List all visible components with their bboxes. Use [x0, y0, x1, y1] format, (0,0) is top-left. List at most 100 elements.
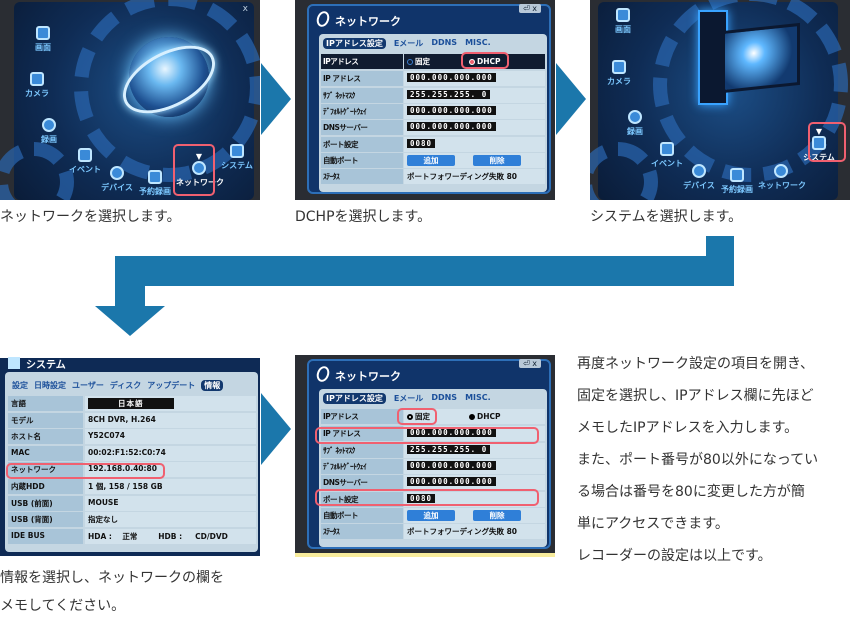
highlight-system	[808, 122, 846, 162]
radio-icon	[469, 414, 475, 420]
value-field[interactable]: 000.000.000.000	[407, 106, 496, 115]
tab-3[interactable]: MISC.	[465, 38, 491, 47]
caption-line: メモしてください。	[0, 598, 126, 614]
value-field[interactable]: 000.000.000.000	[407, 73, 496, 82]
tab-1[interactable]: Eメール	[393, 394, 424, 403]
menu-item-device[interactable]: デバイス	[94, 166, 140, 193]
tab-5[interactable]: 情報	[201, 380, 224, 391]
tab-2[interactable]: ユーザー	[72, 381, 104, 390]
photo-main-menu-network: x 画面 カメラ 録画 イベント デバイス 予約録画 ▼ネットワーク システム	[0, 0, 260, 200]
value-field[interactable]: 255.255.255. 0	[407, 445, 491, 454]
menu-item-network[interactable]: ネットワーク	[758, 164, 806, 191]
tab-2[interactable]: DDNS	[431, 393, 458, 402]
dialog-title: ネットワーク	[335, 15, 401, 28]
info-label: 内蔵HDD	[8, 479, 83, 494]
menu-item-record[interactable]: 録画	[26, 118, 72, 145]
instruction-line: レコーダーの設定は以上です。	[577, 548, 772, 564]
button-0[interactable]: 追加	[407, 510, 455, 521]
value-field[interactable]: 000.000.000.000	[407, 477, 496, 486]
menu-item-camera[interactable]: カメラ	[14, 72, 60, 99]
radio-0[interactable]: 固定	[407, 56, 469, 67]
tab-1[interactable]: Eメール	[393, 39, 424, 48]
radio-0[interactable]: 固定	[407, 411, 469, 422]
menu-item-system[interactable]: ▼システム	[796, 127, 842, 163]
setting-label: ｽﾃｰﾀｽ	[321, 524, 403, 539]
menu-label: 録画	[627, 127, 643, 136]
setting-value: 0080	[404, 492, 545, 507]
tab-1[interactable]: 日時設定	[34, 381, 66, 390]
language-select[interactable]: 日本語	[88, 398, 174, 409]
menu-item-record[interactable]: 録画	[612, 110, 658, 137]
highlight-dhcp	[461, 52, 509, 69]
system-icon	[812, 136, 826, 150]
radio-1[interactable]: DHCP	[469, 412, 531, 421]
value-field[interactable]: 000.000.000.000	[407, 122, 496, 131]
value-field[interactable]: 000.000.000.000	[407, 461, 496, 470]
menu-item-schedule[interactable]: 予約録画	[714, 168, 760, 195]
button-1[interactable]: 削除	[473, 510, 521, 521]
menu-item-network[interactable]: ▼ネットワーク	[176, 152, 224, 188]
radio-1[interactable]: DHCP	[469, 57, 531, 66]
instruction-line: メモしたIPアドレスを入力します。	[577, 420, 799, 436]
value-field[interactable]: 0080	[407, 494, 436, 503]
menu-item-display[interactable]: 画面	[600, 8, 646, 35]
tab-3[interactable]: MISC.	[465, 393, 491, 402]
setting-label: ポート設定	[321, 492, 403, 507]
triangle-down-icon: ▼	[815, 127, 823, 136]
network-icon	[192, 161, 206, 175]
setting-value: ポートフォワーディング失敗 80	[404, 524, 545, 539]
setting-row: 自動ポート追加 削除	[321, 153, 545, 168]
info-row: USB (背面)指定なし	[8, 512, 256, 528]
event-icon	[660, 142, 674, 156]
close-button[interactable]: ⏎ x	[519, 4, 541, 13]
setting-value: 000.000.000.000	[404, 104, 545, 119]
setting-label: ｽﾃｰﾀｽ	[321, 169, 403, 184]
info-label: ホスト名	[8, 429, 83, 445]
camera-icon	[612, 60, 626, 74]
info-value: HDA : 正常 HDB : CD/DVD	[85, 528, 256, 544]
menu-item-system[interactable]: システム	[214, 144, 260, 171]
window-title: システム	[26, 360, 66, 371]
info-value: 日本語	[85, 396, 256, 411]
setting-value: 255.255.255. 0	[404, 443, 545, 458]
close-icon[interactable]: x	[242, 4, 248, 14]
menu-item-schedule[interactable]: 予約録画	[132, 170, 178, 197]
info-label: IDE BUS	[8, 528, 83, 544]
setting-value: 255.255.255. 0	[404, 88, 545, 103]
value-field[interactable]: 255.255.255. 0	[407, 90, 491, 99]
tab-0[interactable]: IPアドレス設定	[323, 393, 386, 404]
tab-0[interactable]: IPアドレス設定	[323, 38, 386, 49]
menu-item-event[interactable]: イベント	[644, 142, 690, 169]
setting-label: 自動ポート	[321, 153, 403, 168]
tab-3[interactable]: ディスク	[109, 381, 142, 390]
menu-item-event[interactable]: イベント	[62, 148, 108, 175]
tab-bar: 設定日時設定ユーザーディスクアップデート情報	[12, 380, 224, 391]
info-row: USB (前面)MOUSE	[8, 495, 256, 512]
button-1[interactable]: 削除	[473, 155, 521, 166]
info-label: USB (前面)	[8, 495, 83, 511]
menu-item-device[interactable]: デバイス	[676, 164, 722, 191]
menu-item-camera[interactable]: カメラ	[596, 60, 642, 87]
monitor-icon	[616, 8, 630, 22]
gear-icon	[692, 164, 706, 178]
tab-0[interactable]: 設定	[12, 381, 28, 390]
network-icon	[314, 364, 332, 384]
close-button[interactable]: ⏎ x	[519, 359, 541, 368]
value-field[interactable]: 0080	[407, 139, 436, 148]
caption-step2: DCHPを選択します。	[295, 209, 432, 225]
tab-4[interactable]: アップデート	[147, 381, 196, 390]
tab-2[interactable]: DDNS	[431, 38, 458, 47]
menu-item-display[interactable]: 画面	[20, 26, 66, 53]
setting-value: 追加 削除	[404, 508, 545, 523]
value-field[interactable]: 000.000.000.000	[407, 428, 496, 437]
button-0[interactable]: 追加	[407, 155, 455, 166]
